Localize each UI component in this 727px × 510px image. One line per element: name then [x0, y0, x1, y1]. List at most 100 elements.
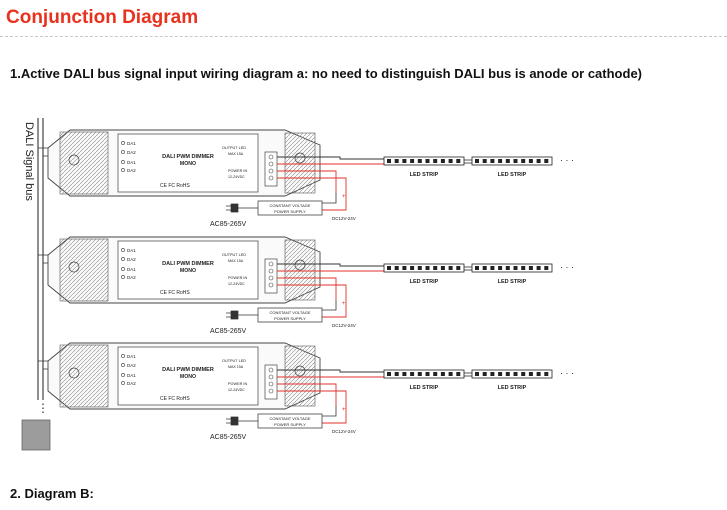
strip-led: [456, 159, 461, 163]
strip-body: [383, 369, 465, 379]
strip-led: [433, 159, 438, 163]
power-plug-icon: [226, 416, 239, 426]
strip-led: [410, 159, 415, 163]
led-strip-label: LED STRIP: [410, 172, 439, 178]
strip-link: [464, 159, 472, 164]
led-strip-label: LED STRIP: [498, 279, 527, 285]
strip-led: [456, 372, 461, 376]
dimmer-subtitle: MONO: [180, 374, 196, 380]
strip-led: [490, 266, 495, 270]
dc-label: DC12V-24V: [332, 429, 356, 434]
strip-led: [544, 159, 549, 163]
led-wire-positive: [277, 156, 385, 160]
strip-led: [440, 159, 445, 163]
terminal-screw: [268, 268, 274, 274]
power-plug-icon: [226, 310, 239, 320]
dc-label: DC12V-24V: [332, 323, 356, 328]
strip-led: [456, 266, 461, 270]
led-strip-icon: [383, 156, 465, 166]
strip-led: [425, 372, 430, 376]
screw-left: [68, 261, 80, 273]
input-label: DA1: [127, 160, 136, 165]
strip-continuation: · · ·: [560, 262, 574, 272]
strip-led: [490, 159, 495, 163]
strip-led: [417, 266, 422, 270]
psu-line-2: POWER SUPPLY: [274, 316, 306, 321]
dimmer-left-cover: [59, 344, 109, 408]
led-wire-positive: [277, 263, 385, 267]
power-wire-2: [277, 284, 347, 318]
terminal-screw: [268, 388, 274, 394]
strip-led: [536, 266, 541, 270]
dimmer-left-cover: [59, 238, 109, 302]
power-label: POWER IN: [228, 169, 247, 173]
strip-led: [394, 266, 399, 270]
screw-left: [68, 154, 80, 166]
power-sub: 12-24VDC: [228, 282, 245, 286]
terminal-screw: [268, 374, 274, 380]
strip-led: [448, 266, 453, 270]
input-terminal: [121, 160, 125, 164]
input-label: DA1: [127, 248, 136, 253]
input-label: DA2: [127, 257, 136, 262]
power-label: POWER IN: [228, 276, 247, 280]
input-label: DA2: [127, 168, 136, 173]
terminal-screw: [268, 275, 274, 281]
power-plug-icon: [226, 203, 239, 213]
led-strip-label: LED STRIP: [498, 172, 527, 178]
strip-led: [440, 266, 445, 270]
input-terminal: [121, 141, 125, 145]
strip-led: [417, 372, 422, 376]
terminal-screw: [268, 168, 274, 174]
output-label: OUTPUT LED: [222, 146, 246, 150]
strip-body: [383, 156, 465, 166]
strip-led: [521, 372, 526, 376]
strip-led: [475, 159, 479, 163]
strip-led: [521, 159, 526, 163]
strip-led: [433, 266, 438, 270]
strip-led: [482, 372, 487, 376]
output-sub: MAX 15A: [228, 152, 244, 156]
strip-led: [410, 266, 415, 270]
dimmer-title: DALI PWM DIMMER: [162, 154, 214, 160]
output-sub: MAX 15A: [228, 365, 244, 369]
cert-marks: CE FC RoHS: [160, 290, 190, 296]
dc-label: DC12V-24V: [332, 216, 356, 221]
strip-led: [387, 266, 391, 270]
input-label: DA1: [127, 354, 136, 359]
strip-body: [471, 263, 553, 273]
led-strip-icon: [383, 263, 465, 273]
strip-led: [536, 372, 541, 376]
output-sub: MAX 15A: [228, 259, 244, 263]
strip-led: [425, 266, 430, 270]
input-terminal: [121, 381, 125, 385]
strip-led: [505, 266, 510, 270]
input-terminal: [121, 267, 125, 271]
led-strip-icon: [471, 263, 553, 273]
input-terminal: [121, 150, 125, 154]
strip-led: [433, 372, 438, 376]
terminal-screw: [268, 261, 274, 267]
cert-marks: CE FC RoHS: [160, 183, 190, 189]
page-title: Conjunction Diagram: [6, 7, 199, 28]
strip-led: [482, 266, 487, 270]
psu-line-2: POWER SUPPLY: [274, 422, 306, 427]
dimmer-face: [117, 133, 259, 193]
strip-continuation: · · ·: [560, 155, 574, 165]
psu-line-1: CONSTANT VOLTAGE: [269, 203, 310, 208]
terminal-screw: [268, 282, 274, 288]
plus-sign: +: [342, 407, 346, 413]
input-terminal: [121, 168, 125, 172]
dali-master-box: [21, 419, 51, 451]
dimmer-title: DALI PWM DIMMER: [162, 261, 214, 267]
strip-led: [528, 372, 533, 376]
strip-led: [513, 372, 518, 376]
power-wire-1: [277, 383, 337, 406]
terminal-screw: [268, 175, 274, 181]
strip-led: [410, 372, 415, 376]
power-wire-3: [322, 193, 337, 204]
section-a-heading: 1.Active DALI bus signal input wiring di…: [10, 66, 642, 81]
